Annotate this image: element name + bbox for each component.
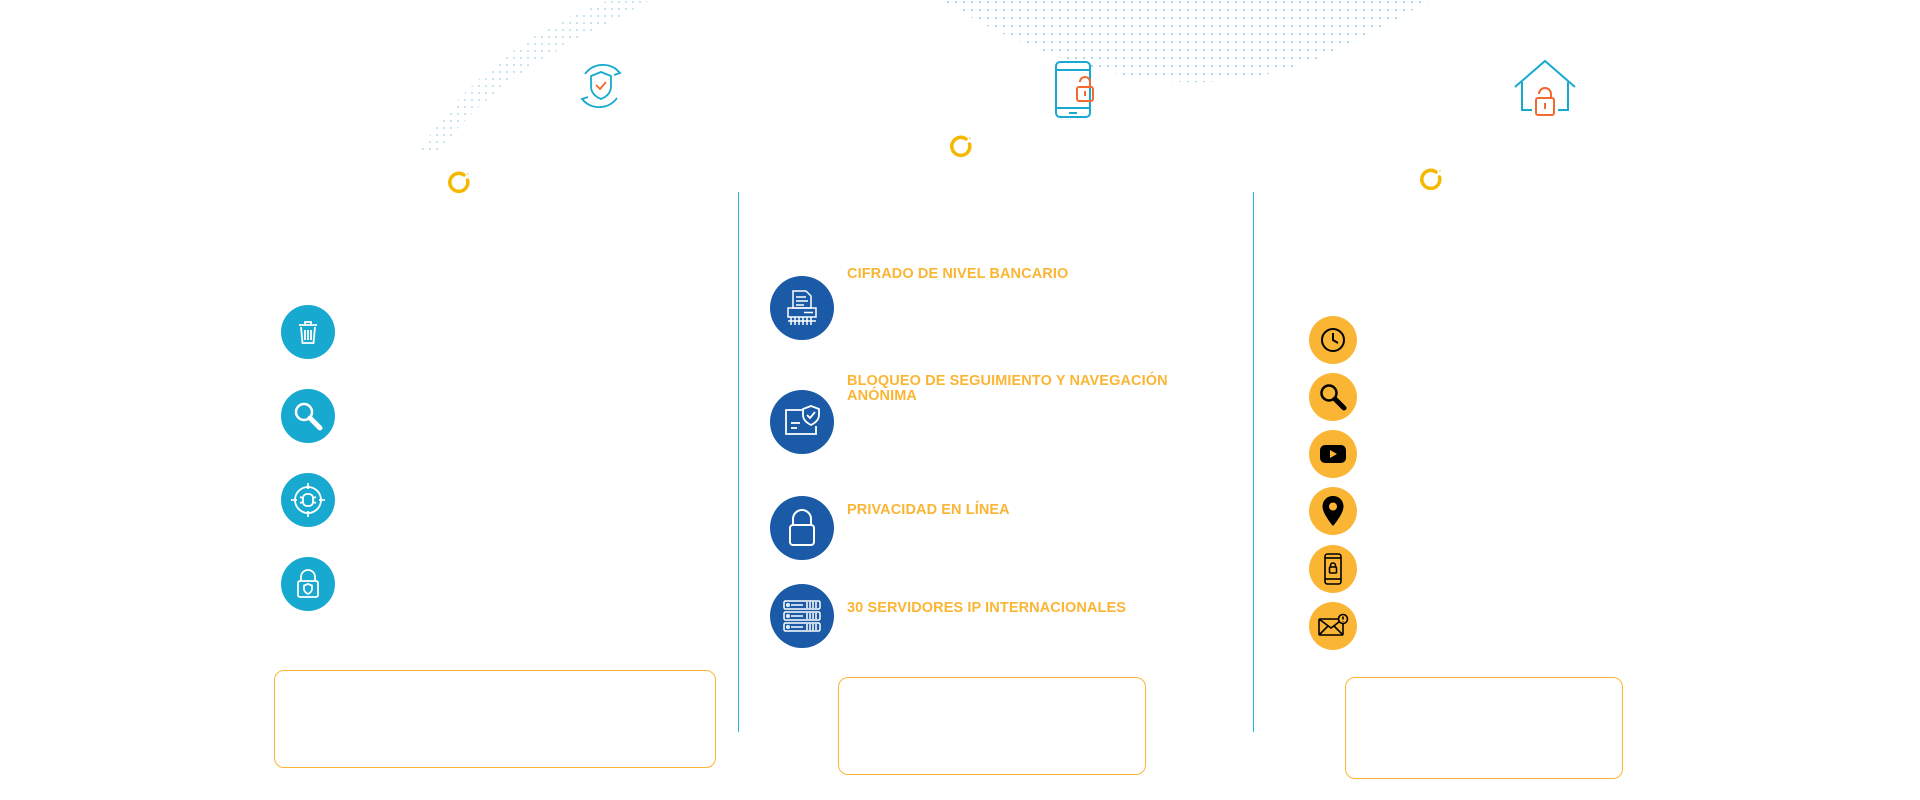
cta-box[interactable] [838,677,1146,775]
padlock-shield-icon [281,557,335,611]
ring-accent-icon [950,135,972,158]
phone-lock-icon [1055,61,1094,118]
decorative-dots-left [420,0,650,150]
house-lock-icon [1514,59,1576,116]
feature-label: CIFRADO DE NIVEL BANCARIO [847,266,1069,282]
cta-box[interactable] [274,670,716,768]
decorative-dots-top [940,0,1430,83]
search-icon [1309,373,1357,421]
id-shield-icon [770,390,834,454]
padlock-icon [770,496,834,560]
location-pin-icon [1309,487,1357,535]
youtube-icon [1309,430,1357,478]
ring-accent-icon [1420,168,1442,191]
feature-label: PRIVACIDAD EN LÍNEA [847,502,1010,518]
servers-icon [770,584,834,648]
ring-accent-icon [448,171,470,194]
shield-sync-icon [580,64,622,108]
server-document-icon [770,276,834,340]
feature-label: BLOQUEO DE SEGUIMIENTO Y NAVEGACIÓN ANÓN… [847,373,1168,404]
column-divider [738,192,739,732]
mail-alert-icon [1309,602,1357,650]
trash-icon [281,305,335,359]
column-divider [1253,192,1254,732]
phone-lock-icon [1309,545,1357,593]
bug-target-icon [281,473,335,527]
clock-icon [1309,316,1357,364]
magnifier-icon [281,389,335,443]
cta-box[interactable] [1345,677,1623,779]
feature-label: 30 SERVIDORES IP INTERNACIONALES [847,600,1127,616]
